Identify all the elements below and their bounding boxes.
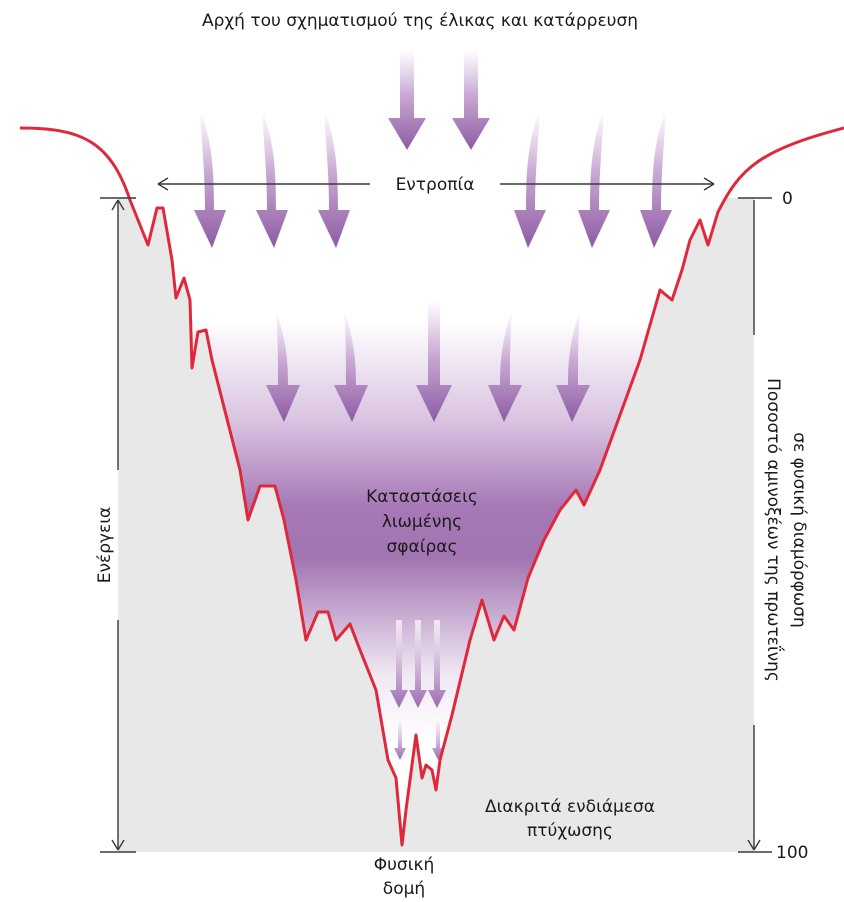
arrow-down-icon: [428, 620, 446, 708]
curved-arrow-icon: [640, 110, 672, 248]
energy-funnel-line: [19, 126, 844, 847]
arrow-down-icon: [394, 718, 406, 760]
arrows-top-center: [388, 50, 490, 150]
arrow-down-icon: [111, 839, 125, 851]
native-line1: Φυσική: [374, 855, 435, 875]
entropy-label: Εντροπία: [396, 175, 475, 195]
curved-arrow-icon: [514, 110, 546, 248]
top-white-area: [0, 0, 844, 120]
arrow-up-icon: [111, 199, 125, 211]
curved-arrow-icon: [578, 110, 610, 248]
curved-arrow-icon: [266, 310, 300, 422]
molten-globule-line2: λιωμένης: [382, 512, 462, 532]
arrow-down-icon: [390, 620, 408, 708]
arrow-down-icon: [452, 50, 490, 150]
curved-arrow-icon: [556, 310, 590, 422]
arrow-down-icon: [747, 839, 761, 851]
molten-globule-label: Καταστάσεις λιωμένης σφαίρας: [366, 487, 478, 557]
molten-globule-line1: Καταστάσεις: [366, 487, 478, 507]
intermediates-line1: Διακριτά ενδιάμεσα: [485, 797, 655, 817]
curved-arrow-icon: [334, 310, 368, 422]
curved-arrow-icon: [256, 110, 288, 248]
arrow-down-icon: [409, 620, 427, 708]
energy-axis: [100, 197, 136, 853]
arrow-left-icon: [157, 177, 169, 191]
energy-label: Ενέργεια: [95, 507, 115, 583]
native-structure-label: Φυσική δομή: [374, 855, 435, 899]
arrow-down-icon: [388, 50, 426, 150]
arrows-small-bottom: [390, 620, 446, 760]
arrow-right-icon: [703, 177, 715, 191]
arrow-down-icon: [432, 718, 444, 760]
diagram-title: Αρχή του σχηματισμού της έλικας και κατά…: [202, 11, 638, 31]
percent-label-line2: σε φυσική διαμόρφωση: [789, 432, 809, 628]
arrow-down-icon: [416, 300, 452, 422]
arrows-middle-row: [266, 300, 590, 422]
intermediates-label: Διακριτά ενδιάμεσα πτύχωσης: [485, 797, 655, 841]
arrows-upper-row: [194, 110, 672, 248]
native-line2: δομή: [383, 879, 425, 899]
percent-tick-top: 0: [782, 189, 793, 209]
curved-arrow-icon: [194, 110, 226, 248]
percent-tick-bottom: 100: [776, 843, 808, 863]
percent-label-line1: Ποσοστό αμινοξέων της πρωτεΐνης: [763, 378, 786, 682]
curved-arrow-icon: [318, 110, 350, 248]
intermediates-line2: πτύχωσης: [527, 821, 613, 841]
molten-globule-line3: σφαίρας: [387, 537, 458, 557]
curved-arrow-icon: [488, 310, 522, 422]
entropy-axis: [157, 177, 715, 191]
percent-axis: [738, 197, 772, 853]
